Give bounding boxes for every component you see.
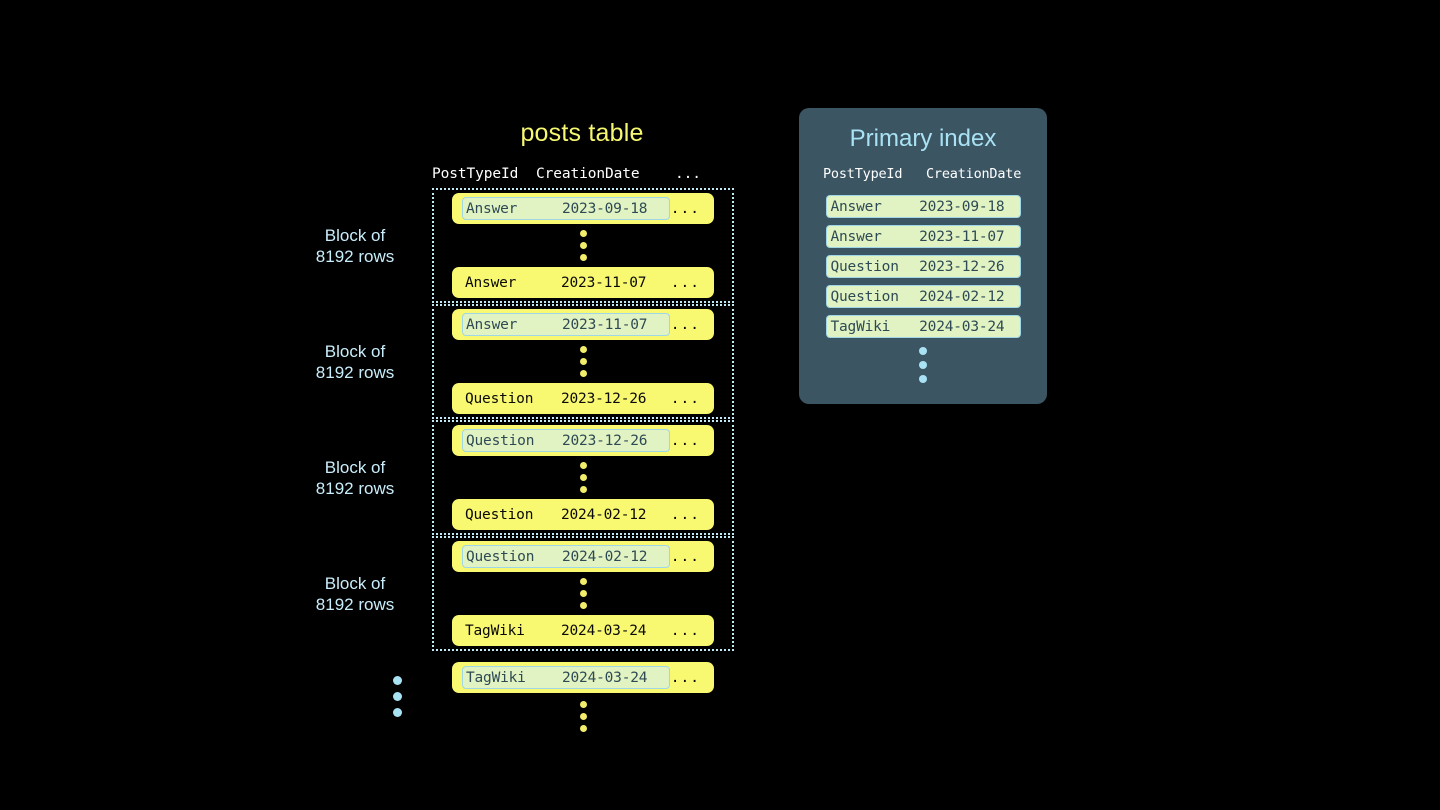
cell-creationdate: 2024-03-24: [562, 669, 648, 686]
table-row: Question 2024-02-12 ...: [452, 541, 714, 572]
block-1-label: Block of 8192 rows: [315, 225, 395, 266]
index-row: TagWiki 2024-03-24: [825, 315, 1021, 338]
cell-creationdate: 2023-11-07: [561, 274, 647, 291]
index-row: Question 2023-12-26: [825, 255, 1021, 278]
row-cells: Question 2023-12-26: [462, 387, 668, 410]
row-gap-dots: [434, 572, 732, 615]
row-gap-dots: [434, 340, 732, 383]
block-4: Block of 8192 rows Question 2024-02-12 .…: [316, 536, 734, 651]
cell-posttypeid: Answer: [465, 274, 517, 291]
cell-ellipsis: ...: [670, 274, 700, 291]
cell-creationdate: 2023-09-18: [562, 200, 648, 217]
cell-ellipsis: ...: [670, 548, 700, 565]
cell-creationdate: 2024-02-12: [562, 548, 648, 565]
primary-index-column-headers: PostTypeId CreationDate: [799, 166, 1047, 182]
index-row: Question 2024-02-12: [825, 285, 1021, 308]
table-row: Question 2023-12-26 ...: [452, 383, 714, 414]
posts-table-title: posts table: [520, 119, 644, 147]
row-cells: TagWiki 2024-03-24: [462, 619, 668, 642]
index-cell-posttypeid: Question: [830, 288, 899, 305]
cell-ellipsis: ...: [670, 669, 700, 686]
index-cell-posttypeid: Answer: [830, 228, 882, 245]
primary-index-title: Primary index: [849, 125, 997, 152]
cell-creationdate: 2023-12-26: [562, 432, 648, 449]
row-gap-dots: [434, 224, 732, 267]
table-continuation-dots: [432, 695, 734, 738]
table-row: Question 2023-12-26 ...: [452, 425, 714, 456]
cell-posttypeid: Question: [465, 506, 534, 523]
posts-table-section: posts table PostTypeId CreationDate ... …: [300, 118, 770, 732]
cell-ellipsis: ...: [670, 506, 700, 523]
row-highlight-box: Question 2023-12-26: [462, 429, 670, 452]
cell-posttypeid: Question: [466, 548, 535, 565]
primary-index-panel: Primary index PostTypeId CreationDate An…: [799, 108, 1047, 404]
cell-posttypeid: TagWiki: [466, 669, 526, 686]
table-row: Question 2024-02-12 ...: [452, 499, 714, 530]
row-cells: Question 2024-02-12: [462, 503, 668, 526]
cell-posttypeid: Question: [465, 390, 534, 407]
cell-posttypeid: Question: [466, 432, 535, 449]
column-header-creationdate: CreationDate: [536, 166, 640, 182]
index-cell-creationdate: 2023-12-26: [919, 258, 1005, 275]
row-highlight-box: TagWiki 2024-03-24: [462, 666, 670, 689]
table-row: TagWiki 2024-03-24 ...: [452, 615, 714, 646]
index-cell-posttypeid: Answer: [830, 198, 882, 215]
cell-creationdate: 2024-03-24: [561, 622, 647, 639]
row-highlight-box: Question 2024-02-12: [462, 545, 670, 568]
table-row-tail: TagWiki 2024-03-24 ...: [452, 662, 714, 693]
index-cell-creationdate: 2023-11-07: [919, 228, 1005, 245]
column-header-ellipsis: ...: [675, 166, 701, 182]
index-column-header-posttypeid: PostTypeId: [823, 166, 903, 182]
block-3-label: Block of 8192 rows: [315, 457, 395, 498]
cell-ellipsis: ...: [670, 622, 700, 639]
cell-posttypeid: Answer: [466, 316, 518, 333]
index-row: Answer 2023-09-18: [825, 195, 1021, 218]
cell-posttypeid: TagWiki: [465, 622, 525, 639]
blocks-continuation-dots: [332, 676, 462, 717]
index-cell-creationdate: 2024-02-12: [919, 288, 1005, 305]
row-highlight-box: Answer 2023-11-07: [462, 313, 670, 336]
index-column-header-creationdate: CreationDate: [926, 166, 1022, 182]
cell-posttypeid: Answer: [466, 200, 518, 217]
index-cell-posttypeid: TagWiki: [830, 318, 891, 335]
index-continuation-dots: [799, 347, 1047, 383]
index-row: Answer 2023-11-07: [825, 225, 1021, 248]
cell-creationdate: 2024-02-12: [561, 506, 647, 523]
cell-ellipsis: ...: [670, 390, 700, 407]
cell-ellipsis: ...: [670, 200, 700, 217]
index-cell-creationdate: 2023-09-18: [919, 198, 1005, 215]
primary-index-rows: Answer 2023-09-18 Answer 2023-11-07 Ques…: [799, 195, 1047, 338]
block-1: Block of 8192 rows Answer 2023-09-18 ...…: [316, 188, 734, 303]
table-row: Answer 2023-11-07 ...: [452, 267, 714, 298]
block-3: Block of 8192 rows Question 2023-12-26 .…: [316, 420, 734, 535]
posts-table-column-headers: PostTypeId CreationDate ...: [432, 166, 732, 182]
table-row: Answer 2023-09-18 ...: [452, 193, 714, 224]
block-2: Block of 8192 rows Answer 2023-11-07 ...…: [316, 304, 734, 419]
index-cell-creationdate: 2024-03-24: [919, 318, 1005, 335]
cell-creationdate: 2023-11-07: [562, 316, 648, 333]
cell-creationdate: 2023-12-26: [561, 390, 647, 407]
cell-ellipsis: ...: [670, 316, 700, 333]
table-row: Answer 2023-11-07 ...: [452, 309, 714, 340]
row-gap-dots: [434, 456, 732, 499]
column-header-posttypeid: PostTypeId: [432, 166, 519, 182]
block-4-label: Block of 8192 rows: [315, 573, 395, 614]
index-cell-posttypeid: Question: [830, 258, 899, 275]
row-highlight-box: Answer 2023-09-18: [462, 197, 670, 220]
cell-ellipsis: ...: [670, 432, 700, 449]
block-2-label: Block of 8192 rows: [315, 341, 395, 382]
row-cells: Answer 2023-11-07: [462, 271, 668, 294]
posts-table-rows: Block of 8192 rows Answer 2023-09-18 ...…: [316, 188, 734, 738]
